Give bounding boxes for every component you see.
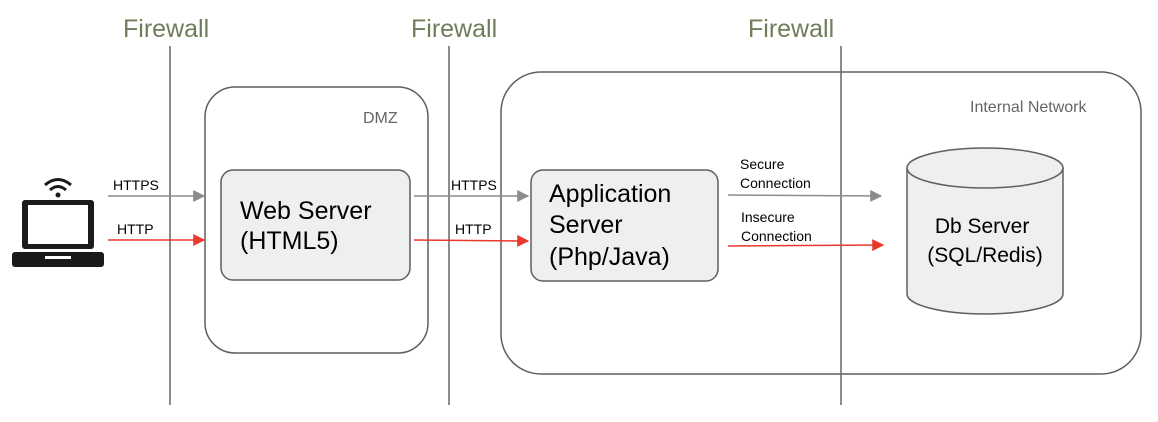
- application-server-line-2: Server: [549, 211, 623, 239]
- insecure-connection-line-1: Insecure: [741, 209, 795, 225]
- web-server-line-1: Web Server: [240, 197, 372, 225]
- secure-connection-line-1: Secure: [740, 156, 785, 172]
- secure-connection-arrow: [727, 189, 883, 202]
- insecure-connection-label: Insecure Connection: [741, 209, 812, 244]
- dmz-zone: [204, 86, 429, 354]
- web-server-line-2: (HTML5): [240, 227, 339, 255]
- dmz-label: DMZ: [363, 110, 398, 127]
- db-server-label: Db Server (SQL/Redis): [927, 215, 1043, 267]
- web-to-app-https-label: HTTPS: [451, 177, 497, 193]
- application-server-label: Application Server (Php/Java): [549, 180, 678, 271]
- web-to-app-http-label: HTTP: [455, 221, 492, 237]
- web-to-app-http-arrow: [413, 234, 530, 247]
- internal-network-label: Internal Network: [970, 99, 1087, 116]
- insecure-connection-arrow: [727, 239, 885, 252]
- firewall-label-3: Firewall: [748, 15, 834, 43]
- client-http-label: HTTP: [117, 221, 154, 237]
- secure-connection-label: Secure Connection: [740, 156, 811, 191]
- database-cylinder-icon: [906, 147, 1064, 315]
- internal-network-zone: [500, 71, 1142, 375]
- firewall-label-2: Firewall: [411, 15, 497, 43]
- laptop-wifi-icon: [12, 178, 104, 267]
- application-server-line-1: Application: [549, 180, 671, 208]
- application-server-box: [530, 169, 719, 282]
- firewall-label-1: Firewall: [123, 15, 209, 43]
- application-server-line-3: (Php/Java): [549, 243, 670, 271]
- secure-connection-line-2: Connection: [740, 175, 811, 191]
- web-server-label: Web Server (HTML5): [240, 197, 378, 255]
- client-https-label: HTTPS: [113, 177, 159, 193]
- db-server-line-1: Db Server: [935, 215, 1030, 238]
- insecure-connection-line-2: Connection: [741, 228, 812, 244]
- web-server-box: [220, 169, 411, 281]
- db-server-line-2: (SQL/Redis): [927, 244, 1043, 267]
